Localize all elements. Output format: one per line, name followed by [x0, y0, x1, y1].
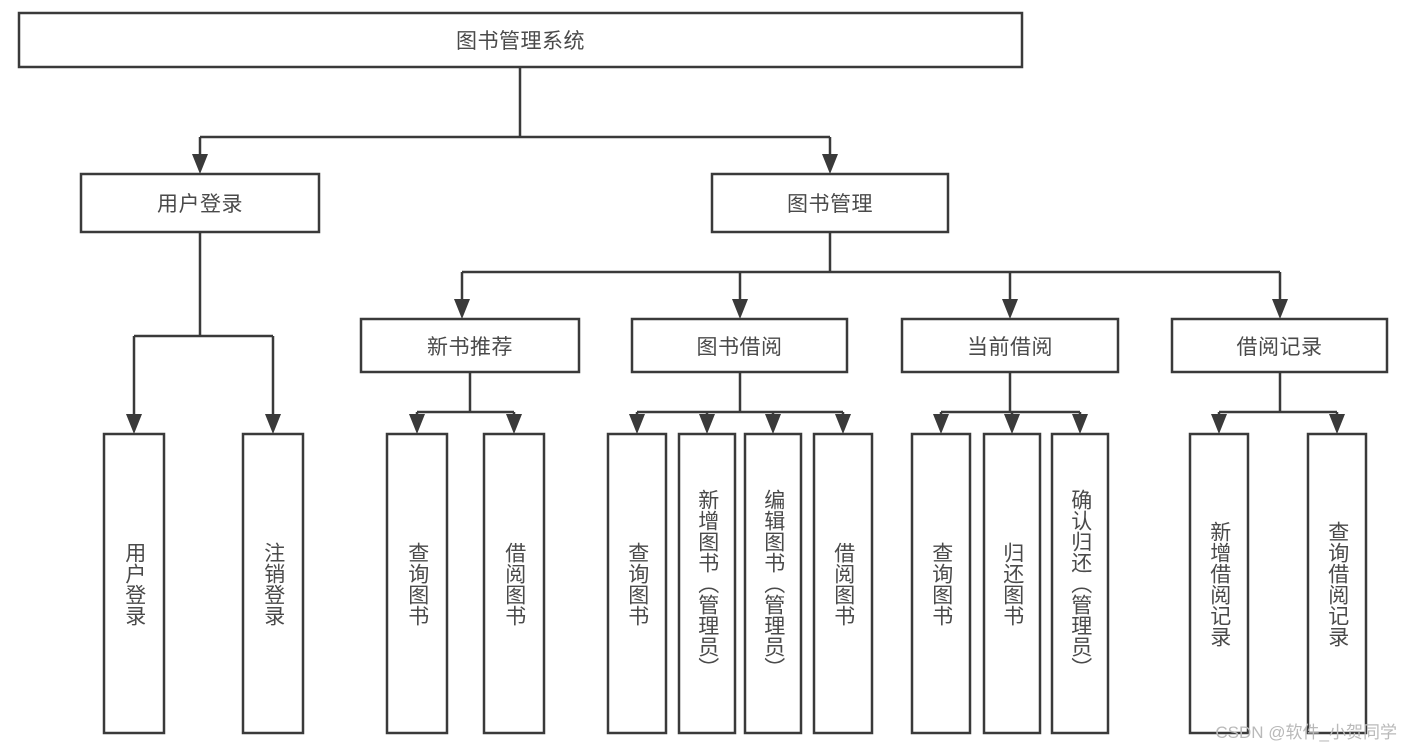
node-box-leaf-10[interactable]	[982, 432, 1042, 735]
connector-bookmgmt-to-level3	[454, 232, 1288, 319]
node-box-leaf-8[interactable]	[812, 432, 874, 735]
node-box-user-login[interactable]	[79, 172, 321, 234]
node-box-new-book-recommend[interactable]	[359, 317, 581, 374]
connector-newbook-to-leaves	[409, 372, 522, 434]
node-box-leaf-1[interactable]	[102, 432, 166, 735]
connector-userlogin-to-leaves	[126, 232, 281, 434]
connector-currentborrow-to-leaves	[933, 372, 1088, 434]
node-box-leaf-5[interactable]	[606, 432, 668, 735]
node-box-leaf-12[interactable]	[1188, 432, 1250, 735]
node-box-leaf-4[interactable]	[482, 432, 546, 735]
node-box-borrow-record[interactable]	[1170, 317, 1389, 374]
node-box-book-borrow[interactable]	[630, 317, 849, 374]
node-box-root[interactable]	[17, 11, 1024, 69]
node-box-leaf-6[interactable]	[677, 432, 737, 735]
connector-root-to-level2	[192, 67, 838, 174]
node-box-leaf-11[interactable]	[1050, 432, 1110, 735]
connector-borrowrecord-to-leaves	[1211, 372, 1345, 434]
node-box-leaf-2[interactable]	[241, 432, 305, 735]
connector-bookborrow-to-leaves	[629, 372, 851, 434]
node-box-leaf-13[interactable]	[1306, 432, 1368, 735]
node-box-leaf-9[interactable]	[910, 432, 972, 735]
node-box-book-management[interactable]	[710, 172, 950, 234]
node-box-leaf-7[interactable]	[743, 432, 803, 735]
node-box-leaf-3[interactable]	[385, 432, 449, 735]
node-box-current-borrow[interactable]	[900, 317, 1120, 374]
